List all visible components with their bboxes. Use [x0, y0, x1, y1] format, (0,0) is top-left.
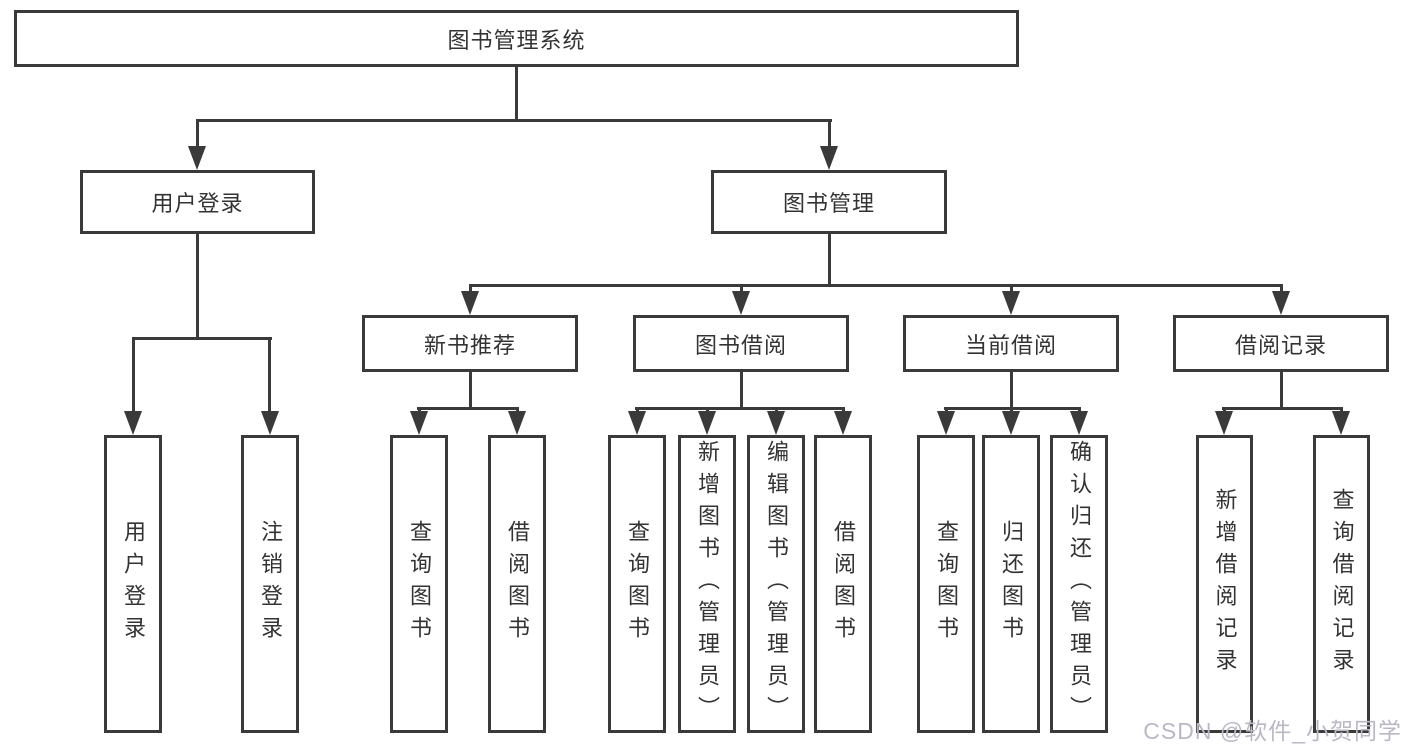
connector-line [1280, 284, 1283, 294]
leaf-label: 查询图书 [407, 520, 432, 648]
arrow-down-icon [124, 411, 142, 435]
leaf-confirm-return-admin: 确认归还（管理员） [1050, 435, 1108, 733]
connector-line [515, 65, 518, 121]
connector-line [469, 372, 472, 409]
arrow-down-icon [732, 291, 750, 315]
node-user-login: 用户登录 [80, 170, 315, 234]
arrow-down-icon [1002, 411, 1020, 435]
leaf-return-books: 归还图书 [982, 435, 1040, 733]
leaf-label: 借阅图书 [505, 520, 530, 648]
connector-line [1340, 407, 1343, 414]
connector-line [1222, 407, 1343, 410]
node-current-borrow: 当前借阅 [903, 315, 1119, 372]
connector-line [196, 234, 199, 338]
leaf-edit-book-admin: 编辑图书（管理员） [747, 435, 805, 733]
connector-line [1280, 372, 1283, 409]
leaf-label: 新增图书（管理员） [695, 440, 720, 728]
connector-line [268, 337, 271, 413]
leaf-label: 用户登录 [121, 520, 146, 648]
leaf-add-borrow-record: 新增借阅记录 [1196, 435, 1253, 733]
arrow-down-icon [834, 411, 852, 435]
arrow-down-icon [1332, 411, 1350, 435]
arrow-down-icon [508, 411, 526, 435]
connector-line [196, 119, 199, 152]
leaf-borrow-books-recommend: 借阅图书 [488, 435, 546, 733]
connector-line [1078, 407, 1081, 414]
connector-line [828, 234, 831, 286]
arrow-down-icon [820, 146, 838, 170]
arrow-down-icon [698, 411, 716, 435]
leaf-label: 查询图书 [934, 520, 959, 648]
leaf-label: 注销登录 [258, 520, 283, 648]
leaf-add-book-admin: 新增图书（管理员） [678, 435, 736, 733]
connector-line [418, 407, 421, 414]
connector-line [945, 407, 948, 414]
leaf-label: 借阅图书 [831, 520, 856, 648]
connector-line [132, 337, 135, 413]
node-book-management: 图书管理 [711, 170, 947, 234]
leaf-query-borrow-record: 查询借阅记录 [1313, 435, 1370, 733]
arrow-down-icon [461, 291, 479, 315]
leaf-label: 确认归还（管理员） [1067, 440, 1092, 728]
leaf-borrow-books: 借阅图书 [814, 435, 872, 733]
watermark: CSDN @软件_小贺同学 [1143, 718, 1402, 744]
connector-line [740, 372, 743, 409]
connector-line [1010, 407, 1013, 414]
leaf-label: 查询图书 [625, 520, 650, 648]
connector-line [636, 407, 639, 414]
leaf-query-books-recommend: 查询图书 [390, 435, 448, 733]
leaf-query-books-borrow: 查询图书 [608, 435, 666, 733]
arrow-down-icon [1070, 411, 1088, 435]
arrow-down-icon [628, 411, 646, 435]
arrow-down-icon [188, 146, 206, 170]
connector-line [775, 407, 778, 414]
arrow-down-icon [937, 411, 955, 435]
leaf-label: 查询借阅记录 [1329, 488, 1355, 680]
connector-line [469, 284, 1283, 287]
leaf-logout: 注销登录 [241, 435, 299, 733]
arrow-down-icon [410, 411, 428, 435]
leaf-label: 归还图书 [999, 520, 1024, 648]
arrow-down-icon [1215, 411, 1233, 435]
connector-line [196, 119, 832, 122]
arrow-down-icon [1272, 291, 1290, 315]
node-borrow-records: 借阅记录 [1173, 315, 1389, 372]
connector-line [828, 119, 831, 152]
connector-line [469, 284, 472, 294]
connector-line [417, 407, 519, 410]
leaf-label: 新增借阅记录 [1212, 488, 1238, 680]
connector-line [842, 407, 845, 414]
arrow-down-icon [261, 411, 279, 435]
node-book-borrow: 图书借阅 [633, 315, 849, 372]
arrow-down-icon [1002, 291, 1020, 315]
leaf-label: 编辑图书（管理员） [764, 440, 789, 728]
arrow-down-icon [767, 411, 785, 435]
leaf-query-books-current: 查询图书 [917, 435, 975, 733]
node-root: 图书管理系统 [14, 10, 1019, 67]
connector-line [132, 337, 272, 340]
connector-line [740, 284, 743, 294]
connector-line [1010, 372, 1013, 409]
connector-line [1010, 284, 1013, 294]
connector-line [635, 407, 845, 410]
connector-line [1223, 407, 1226, 414]
node-new-book-recommend: 新书推荐 [362, 315, 578, 372]
connector-line [706, 407, 709, 414]
leaf-user-login: 用户登录 [104, 435, 162, 733]
connector-line [516, 407, 519, 414]
